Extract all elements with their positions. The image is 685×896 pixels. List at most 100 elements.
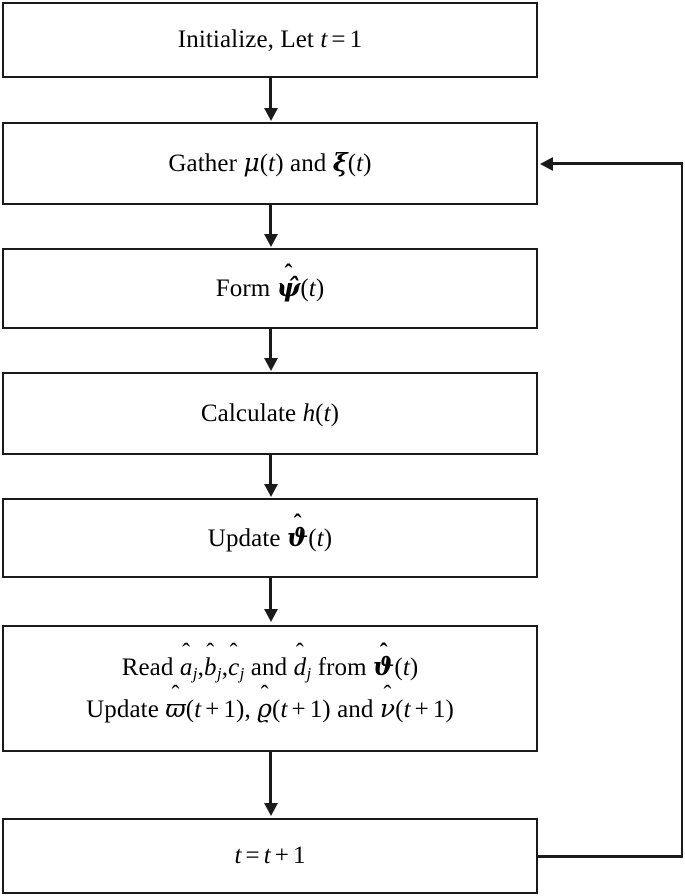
symbol-mu: μ (243, 148, 260, 177)
arrowhead-update-theta-to-read (263, 609, 278, 622)
initialize-node-label: Initialize, Let t=1 (178, 26, 362, 54)
arrowhead-read-to-increment (263, 803, 278, 816)
subscript-j-d: j (306, 664, 312, 684)
symbol-one: 1 (349, 26, 363, 53)
symbol-one-1: 1 (223, 696, 237, 724)
subscript-j-b: j (216, 664, 222, 684)
symbol-xi: ξ (332, 148, 348, 177)
arrowhead-form-to-calculate (263, 358, 278, 371)
hat-accent-d: ˆ (295, 639, 304, 666)
symbol-t-nu: t (403, 696, 411, 724)
symbol-equals: = (331, 26, 346, 53)
word-from: from (317, 653, 367, 681)
symbol-vartheta-2: ϑ (373, 651, 395, 681)
hat-accent-vartheta-2: ˆ (379, 639, 388, 666)
gather-node-label: Gather μ(t) and ξ(t) (168, 148, 372, 178)
symbol-t-read: t (402, 653, 410, 681)
word-update-1: Update (207, 524, 281, 552)
symbol-varrho: ϱ (257, 694, 272, 724)
symbol-one-4: 1 (292, 842, 306, 869)
word-update-2: Update (86, 696, 159, 724)
symbol-t: t (320, 26, 328, 53)
symbol-vartheta: ϑ (286, 522, 309, 552)
hat-accent-psi: ˆ (284, 261, 293, 288)
word-and-1: and (290, 150, 327, 177)
symbol-one-3: 1 (432, 696, 446, 724)
symbol-plus-4: + (274, 842, 289, 869)
subscript-j-c: j (239, 664, 245, 684)
word-and-3: and (337, 696, 374, 724)
symbol-c: c (228, 653, 240, 681)
symbol-t-vartheta: t (316, 524, 324, 552)
symbol-equals-2: = (245, 842, 260, 869)
symbol-varpi: ϖ (165, 694, 186, 724)
word-let: Let (280, 26, 314, 53)
word-form: Form (215, 275, 271, 302)
symbol-a: a (179, 653, 193, 681)
edge-gather-to-form (269, 205, 272, 236)
calculate-h-node[interactable]: Calculate h(t) (2, 372, 538, 455)
symbol-t-rhs: t (263, 842, 271, 869)
symbol-one-2: 1 (309, 696, 323, 724)
symbol-plus-2: + (291, 696, 306, 724)
arrowhead-initialize-to-gather (263, 108, 278, 121)
edge-read-to-increment (269, 752, 272, 804)
increment-t-node[interactable]: t=t+1 (2, 818, 538, 894)
calculate-h-node-label: Calculate h(t) (200, 399, 340, 427)
symbol-plus-3: + (414, 696, 429, 724)
feedback-edge-bottom-segment (538, 855, 683, 858)
edge-initialize-to-gather (269, 78, 272, 110)
increment-t-node-label: t=t+1 (234, 842, 305, 870)
edge-form-to-calculate (269, 329, 272, 360)
subscript-j-a: j (192, 664, 198, 684)
symbol-plus-1: + (205, 696, 220, 724)
hat-accent-vartheta: ˆ (293, 510, 302, 537)
symbol-t-h: t (323, 399, 331, 427)
edge-update-theta-to-read (269, 578, 272, 611)
symbol-nu: ν (379, 694, 396, 724)
word-and-2: and (250, 653, 288, 681)
word-gather: Gather (168, 150, 238, 177)
edge-calculate-to-update-theta (269, 455, 272, 486)
symbol-t-varrho: t (280, 696, 288, 724)
gather-node[interactable]: Gather μ(t) and ξ(t) (2, 122, 538, 205)
symbol-t-varpi: t (194, 696, 202, 724)
symbol-h: h (302, 399, 316, 427)
hat-accent-nu: ˆ (383, 681, 392, 708)
feedback-edge-top-segment (551, 162, 683, 165)
symbol-b: b (203, 653, 217, 681)
hat-accent-c: ˆ (229, 639, 238, 666)
symbol-psi: ψ̂ (276, 273, 301, 302)
symbol-t-xi: t (356, 150, 364, 177)
symbol-t-lhs: t (234, 842, 242, 869)
word-read: Read (121, 653, 174, 681)
hat-accent-a: ˆ (182, 639, 191, 666)
hat-accent-b: ˆ (206, 639, 215, 666)
symbol-d: d (293, 653, 307, 681)
initialize-node[interactable]: Initialize, Let t=1 (2, 2, 538, 78)
arrowhead-feedback-to-gather (540, 156, 553, 171)
hat-accent-varpi: ˆ (171, 681, 180, 708)
word-initialize: Initialize, (177, 26, 274, 53)
word-calculate: Calculate (200, 399, 297, 427)
hat-accent-varrho: ˆ (260, 681, 269, 708)
arrowhead-calculate-to-update-theta (263, 484, 278, 497)
symbol-t-mu: t (268, 150, 276, 177)
